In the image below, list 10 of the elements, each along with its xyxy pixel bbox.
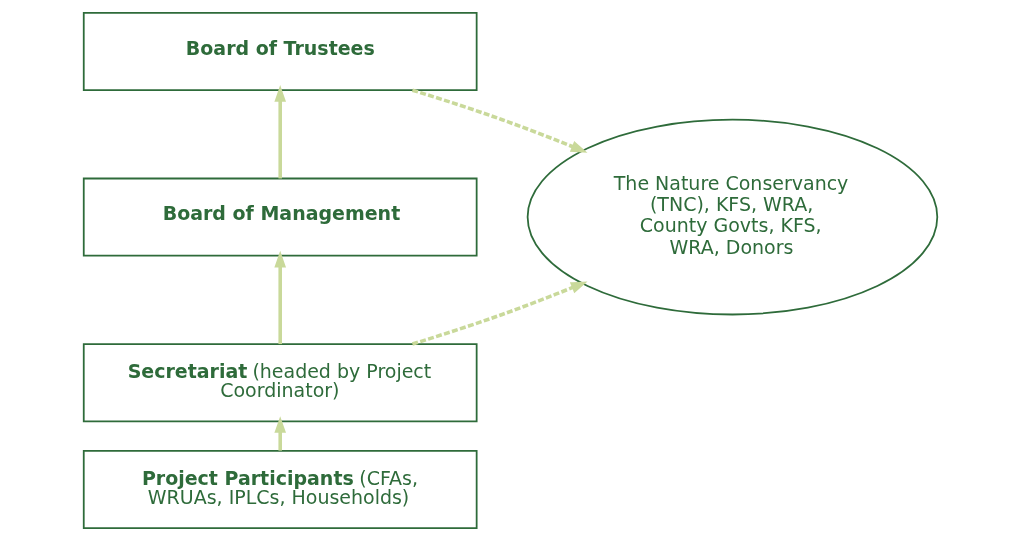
- node-box: Board of Management: [82, 177, 478, 257]
- node-ellipse: The Nature Conservancy (TNC), KFS, WRA, County Govts, KFS, WRA, Donors: [526, 118, 939, 316]
- arrow: [274, 250, 287, 345]
- arrow: [274, 416, 287, 451]
- arrow: [274, 85, 287, 179]
- node-box: Secretariat (headed by Project Coordinator): [82, 343, 478, 423]
- node-box: Board of Trustees: [82, 12, 478, 91]
- node-box: Project Participants (CFAs, WRUAs, IPLCs, Households): [82, 450, 478, 529]
- arrow: [411, 281, 588, 346]
- arrow: [411, 88, 588, 153]
